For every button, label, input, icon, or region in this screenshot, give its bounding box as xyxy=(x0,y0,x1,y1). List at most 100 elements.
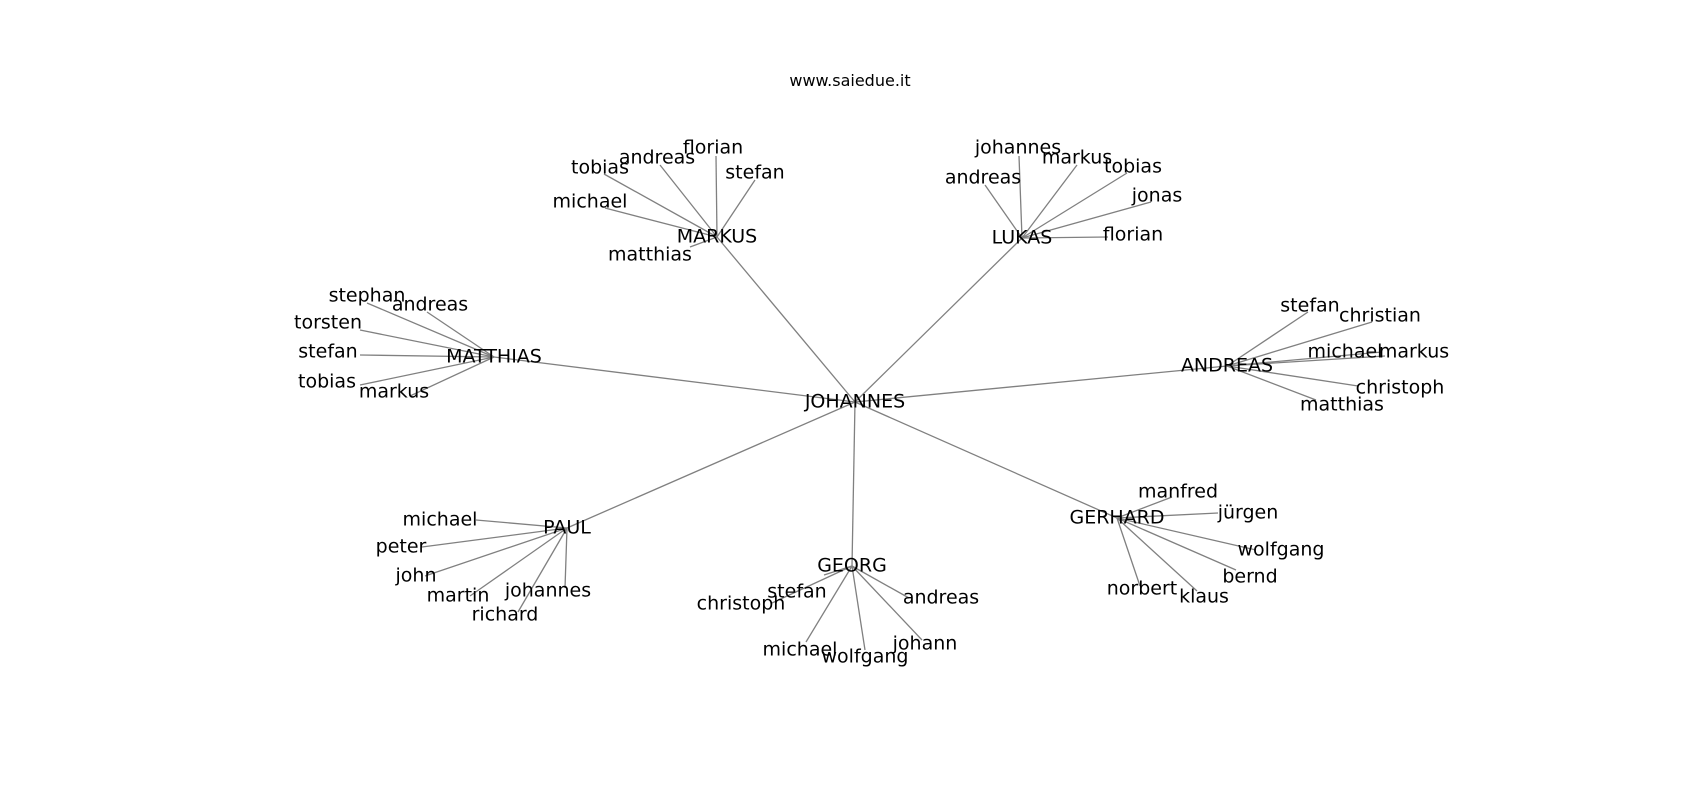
leaf-node-label: markus xyxy=(359,381,429,403)
leaf-node-label: wolfgang xyxy=(822,646,909,668)
hub-to-leaf-edge xyxy=(564,527,568,589)
leaf-node-label: florian xyxy=(683,137,743,159)
leaf-node-label: john xyxy=(395,565,437,587)
hub-to-leaf-edge xyxy=(1018,155,1023,239)
hub-node-label: LUKAS xyxy=(992,227,1053,249)
hub-to-leaf-edge xyxy=(1116,517,1257,551)
root-to-hub-edge xyxy=(851,401,856,567)
leaf-node-label: matthias xyxy=(1300,394,1384,416)
hub-node-label: GERHARD xyxy=(1069,507,1164,529)
hub-to-leaf-edge xyxy=(366,302,495,358)
leaf-node-label: johannes xyxy=(504,580,591,602)
leaf-node-label: stephan xyxy=(329,285,406,307)
hub-to-leaf-edge xyxy=(1116,517,1141,587)
hub-to-leaf-edge xyxy=(851,565,910,599)
hub-to-leaf-edge xyxy=(469,527,568,597)
hub-node-label: MATTHIAS xyxy=(446,346,542,368)
leaf-node-label: tobias xyxy=(571,157,629,179)
leaf-node-label: bernd xyxy=(1222,566,1277,588)
leaf-node-label: stefan xyxy=(1280,295,1339,317)
leaf-node-label: christoph xyxy=(697,593,786,615)
leaf-node-label: jürgen xyxy=(1217,502,1279,524)
hub-to-leaf-edge xyxy=(1226,351,1383,367)
hub-to-leaf-edge xyxy=(1226,365,1317,401)
leaf-node-label: richard xyxy=(472,604,539,626)
root-to-hub-edge xyxy=(854,401,1118,519)
hub-to-leaf-edge xyxy=(426,311,495,358)
hub-to-leaf-edge xyxy=(1021,172,1128,239)
leaf-node-label: andreas xyxy=(619,147,695,169)
hub-to-leaf-edge xyxy=(359,354,495,358)
hub-to-leaf-edge xyxy=(1226,365,1359,387)
root-to-hub-edge xyxy=(716,236,856,403)
root-to-hub-edge xyxy=(854,365,1228,403)
hub-to-leaf-edge xyxy=(1226,311,1309,367)
hub-to-leaf-edge xyxy=(689,236,718,248)
leaf-node-label: christoph xyxy=(1356,377,1445,399)
root-node-label: JOHANNES xyxy=(804,391,905,413)
hub-to-leaf-edge xyxy=(1116,512,1219,519)
root-to-hub-edge xyxy=(566,401,856,529)
hub-to-leaf-edge xyxy=(1226,321,1373,367)
hub-to-leaf-edge xyxy=(851,565,923,641)
hub-to-leaf-edge xyxy=(359,356,495,386)
hub-to-leaf-edge xyxy=(1021,236,1109,239)
hub-to-leaf-edge xyxy=(1021,201,1152,239)
hub-to-leaf-edge xyxy=(1116,517,1198,592)
hub-to-leaf-edge xyxy=(1021,164,1078,239)
hub-to-leaf-edge xyxy=(805,565,853,643)
site-title: www.saiedue.it xyxy=(789,71,911,90)
leaf-node-label: andreas xyxy=(945,167,1021,189)
leaf-node-label: christian xyxy=(1339,305,1421,327)
leaf-node-label: stefan xyxy=(298,341,357,363)
root-to-hub-edge xyxy=(854,237,1023,403)
leaf-node-label: stefan xyxy=(725,162,784,184)
hub-to-leaf-edge xyxy=(1226,355,1386,367)
hub-to-leaf-edge xyxy=(984,184,1023,239)
leaf-node-label: manfred xyxy=(1138,481,1218,503)
hub-to-leaf-edge xyxy=(424,527,568,577)
leaf-node-label: peter xyxy=(376,536,427,558)
hub-to-leaf-edge xyxy=(1116,496,1173,519)
hub-to-leaf-edge xyxy=(517,527,568,613)
leaf-node-label: torsten xyxy=(294,312,362,334)
hub-to-leaf-edge xyxy=(409,356,495,397)
hub-to-leaf-edge xyxy=(475,519,568,529)
hub-to-leaf-edge xyxy=(771,565,853,604)
leaf-node-label: markus xyxy=(1042,147,1112,169)
leaf-node-label: johannes xyxy=(974,137,1061,159)
edges-layer xyxy=(359,155,1386,651)
hub-node-label: MARKUS xyxy=(677,226,758,248)
leaf-node-label: matthias xyxy=(608,244,692,266)
leaf-node-label: norbert xyxy=(1107,578,1178,600)
leaf-node-label: johann xyxy=(892,633,958,655)
leaf-node-label: andreas xyxy=(903,587,979,609)
hub-to-leaf-edge xyxy=(604,207,718,238)
leaf-node-label: michael xyxy=(553,191,628,213)
leaf-node-label: markus xyxy=(1379,341,1449,363)
hub-to-leaf-edge xyxy=(603,173,718,238)
leaf-node-label: florian xyxy=(1103,224,1163,246)
hub-to-leaf-edge xyxy=(851,565,866,651)
leaf-node-label: tobias xyxy=(298,371,356,393)
hub-to-leaf-edge xyxy=(659,164,718,238)
hub-to-leaf-edge xyxy=(421,527,568,548)
hub-to-leaf-edge xyxy=(1116,517,1237,571)
leaf-node-label: andreas xyxy=(392,294,468,316)
leaf-node-label: klaus xyxy=(1179,586,1229,608)
hub-to-leaf-edge xyxy=(359,329,495,358)
hub-node-label: PAUL xyxy=(543,517,591,539)
leaf-node-label: jonas xyxy=(1131,185,1183,207)
leaf-node-label: michael xyxy=(763,639,838,661)
hub-to-leaf-edge xyxy=(715,155,718,238)
leaf-node-label: michael xyxy=(403,509,478,531)
leaf-node-label: wolfgang xyxy=(1238,539,1325,561)
hub-node-label: GEORG xyxy=(817,555,887,577)
leaf-node-label: martin xyxy=(427,585,490,607)
hub-node-label: ANDREAS xyxy=(1181,355,1273,377)
hub-to-leaf-edge xyxy=(716,179,756,238)
root-to-hub-edge xyxy=(493,356,856,403)
leaf-node-label: tobias xyxy=(1104,156,1162,178)
leaf-node-label: stefan xyxy=(767,581,826,603)
